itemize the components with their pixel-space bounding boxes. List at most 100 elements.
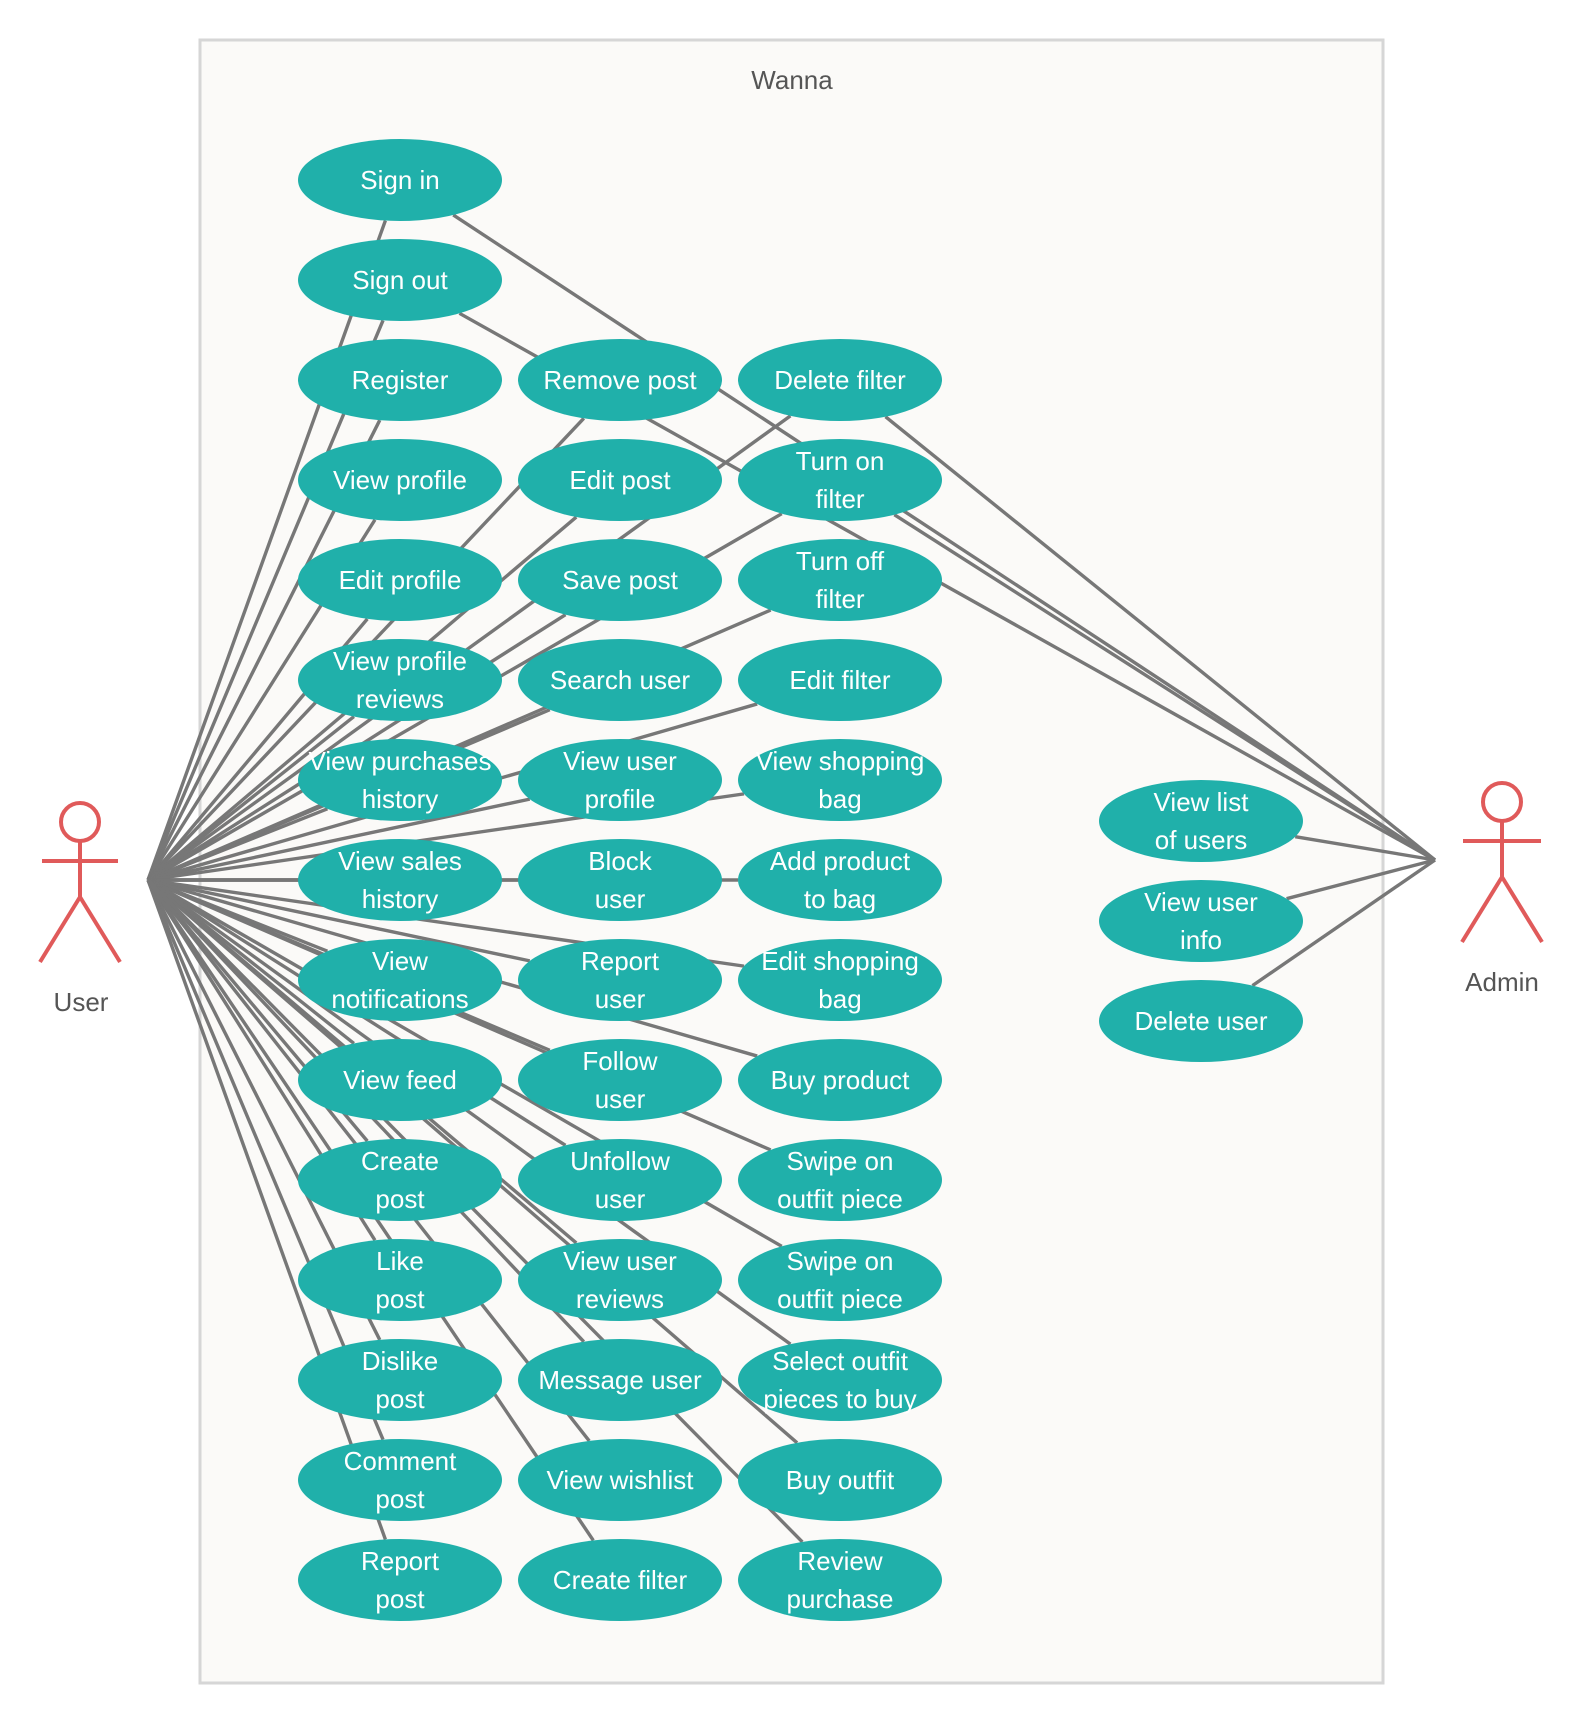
usecase-label: Register xyxy=(352,365,449,395)
usecase-label: bag xyxy=(818,984,861,1014)
usecase-oval xyxy=(298,539,502,621)
user-actor-label: User xyxy=(54,987,109,1017)
usecase-sign-out[interactable]: Sign out xyxy=(298,239,502,321)
usecase-oval xyxy=(298,1239,502,1321)
association-line-admin xyxy=(1251,858,1436,987)
usecase-oval xyxy=(518,539,722,621)
usecase-label: Delete filter xyxy=(774,365,906,395)
usecase-remove-post[interactable]: Remove post xyxy=(518,339,722,421)
association-line-admin xyxy=(1286,858,1436,901)
usecase-oval xyxy=(738,539,942,621)
usecase-view-wishlist[interactable]: View wishlist xyxy=(518,1439,722,1521)
usecase-label: outfit piece xyxy=(777,1184,903,1214)
usecase-label: user xyxy=(595,1084,646,1114)
usecase-oval xyxy=(738,839,942,921)
association-line-user xyxy=(146,878,804,1544)
usecase-oval xyxy=(518,639,722,721)
usecase-oval xyxy=(518,1339,722,1421)
usecase-label: Review xyxy=(797,1546,882,1576)
usecase-label: View shopping xyxy=(756,746,925,776)
usecase-oval xyxy=(298,139,502,221)
usecase-sign-in[interactable]: Sign in xyxy=(298,139,502,221)
usecase-label: filter xyxy=(815,584,864,614)
usecase-label: Save post xyxy=(562,565,678,595)
usecase-label: Buy outfit xyxy=(786,1465,895,1495)
admin-stick-figure-icon xyxy=(1460,781,1544,944)
usecase-oval xyxy=(298,339,502,421)
usecase-buy-outfit[interactable]: Buy outfit xyxy=(738,1439,942,1521)
usecase-oval xyxy=(518,839,722,921)
usecase-label: to bag xyxy=(804,884,876,914)
usecase-label: View purchases xyxy=(308,746,491,776)
usecase-oval xyxy=(518,439,722,521)
usecase-oval xyxy=(738,339,942,421)
usecase-delete-filter[interactable]: Delete filter xyxy=(738,339,942,421)
usecase-label: purchase xyxy=(787,1584,894,1614)
usecase-oval xyxy=(298,939,502,1021)
usecase-message-user[interactable]: Message user xyxy=(518,1339,722,1421)
usecase-label: Edit shopping xyxy=(761,946,919,976)
usecase-search-user[interactable]: Search user xyxy=(518,639,722,721)
association-line-admin xyxy=(884,415,1437,862)
usecase-view-feed[interactable]: View feed xyxy=(298,1039,502,1121)
usecase-create-filter[interactable]: Create filter xyxy=(518,1539,722,1621)
usecase-oval xyxy=(518,739,722,821)
usecase-oval xyxy=(298,839,502,921)
usecase-oval xyxy=(1099,780,1303,862)
usecase-label: View sales xyxy=(338,846,462,876)
usecase-label: post xyxy=(375,1584,425,1614)
association-line-user xyxy=(146,879,387,1540)
usecase-register[interactable]: Register xyxy=(298,339,502,421)
usecase-delete-user[interactable]: Delete user xyxy=(1099,980,1303,1062)
usecase-report-post[interactable]: Report post xyxy=(298,1539,502,1621)
usecase-label: View list xyxy=(1154,787,1250,817)
usecase-save-post[interactable]: Save post xyxy=(518,539,722,621)
usecase-label: Report xyxy=(361,1546,440,1576)
usecase-oval xyxy=(298,239,502,321)
usecase-label: bag xyxy=(818,784,861,814)
usecase-label: reviews xyxy=(356,684,444,714)
usecase-label: info xyxy=(1180,925,1222,955)
usecase-label: Message user xyxy=(538,1365,702,1395)
usecase-edit-shopping-bag[interactable]: Edit shopping bag xyxy=(738,939,942,1021)
usecase-edit-profile[interactable]: Edit profile xyxy=(298,539,502,621)
usecase-oval xyxy=(298,1439,502,1521)
usecase-view-profile[interactable]: View profile xyxy=(298,439,502,521)
usecase-edit-filter[interactable]: Edit filter xyxy=(738,639,942,721)
usecase-view-shopping-bag[interactable]: View shopping bag xyxy=(738,739,942,821)
admin-actor[interactable]: Admin xyxy=(1460,781,1544,997)
usecase-label: Edit profile xyxy=(339,565,462,595)
usecase-label: Edit filter xyxy=(789,665,890,695)
usecase-edit-post[interactable]: Edit post xyxy=(518,439,722,521)
usecase-review-purchase[interactable]: Review purchase xyxy=(738,1539,942,1621)
usecase-label: View user xyxy=(1144,887,1258,917)
usecase-buy-product[interactable]: Buy product xyxy=(738,1039,942,1121)
usecase-oval xyxy=(1099,980,1303,1062)
usecase-label: Buy product xyxy=(771,1065,911,1095)
usecase-view-user-info[interactable]: View user info xyxy=(1099,880,1303,962)
user-actor[interactable]: User xyxy=(38,801,122,1017)
usecase-label: Sign out xyxy=(352,265,448,295)
